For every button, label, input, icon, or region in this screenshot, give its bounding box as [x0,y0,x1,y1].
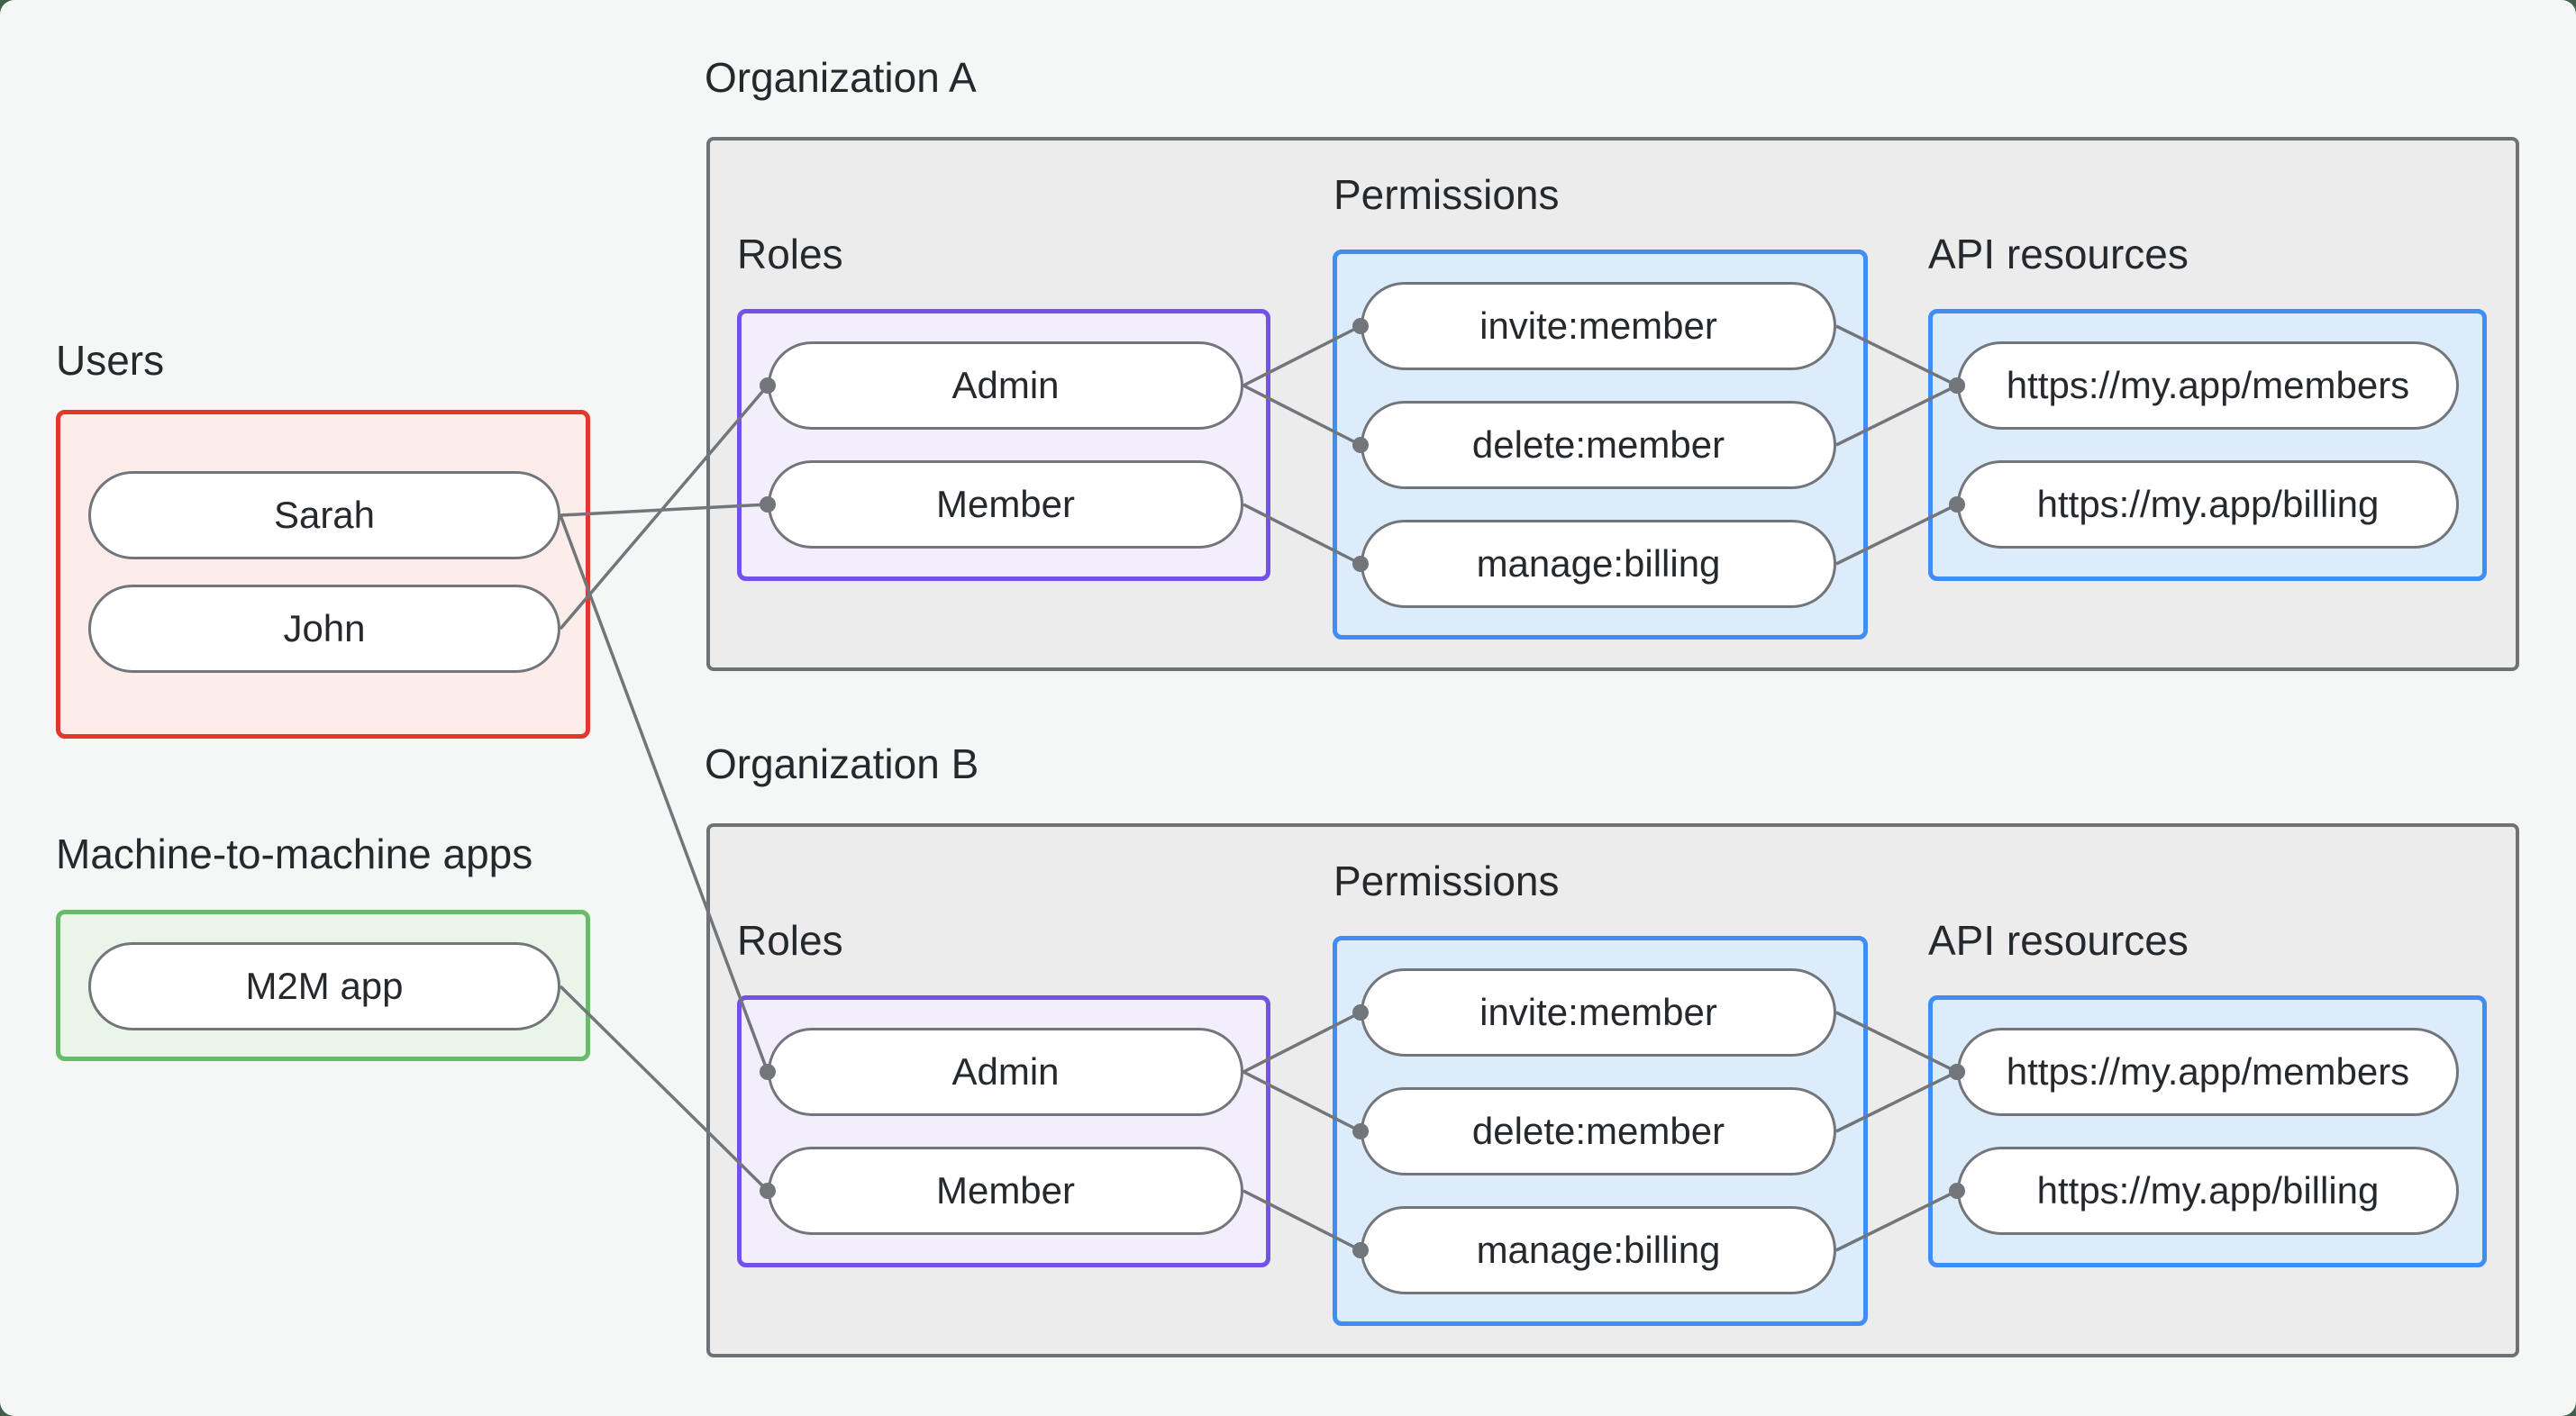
users-group-box [56,410,590,739]
node-org-b-delete-member: delete:member [1361,1087,1836,1175]
node-org-b-member: Member [768,1147,1243,1235]
node-org-a-billing-api: https://my.app/billing [1957,460,2459,549]
node-m2m-app: M2M app [88,942,560,1030]
node-john: John [88,585,560,673]
node-org-b-invite-member: invite:member [1361,968,1836,1057]
org-b-label: Organization B [705,740,979,787]
node-org-b-manage-billing: manage:billing [1361,1206,1836,1294]
node-org-b-admin: Admin [768,1028,1243,1116]
node-org-a-admin: Admin [768,341,1243,430]
node-org-a-invite-member: invite:member [1361,282,1836,370]
node-org-a-members-api: https://my.app/members [1957,341,2459,430]
node-sarah: Sarah [88,471,560,559]
m2m-group-label: Machine-to-machine apps [56,831,533,877]
node-org-a-manage-billing: manage:billing [1361,520,1836,608]
org-a-label: Organization A [705,54,977,101]
org-b-permissions-label: Permissions [1334,858,1560,904]
org-b-roles-label: Roles [737,917,843,964]
node-org-b-members-api: https://my.app/members [1957,1028,2459,1116]
org-b-api-label: API resources [1928,917,2189,964]
users-group-label: Users [56,337,165,384]
node-org-a-member: Member [768,460,1243,549]
org-a-roles-label: Roles [737,231,843,277]
org-a-permissions-label: Permissions [1334,171,1560,218]
node-org-b-billing-api: https://my.app/billing [1957,1147,2459,1235]
org-a-api-label: API resources [1928,231,2189,277]
node-org-a-delete-member: delete:member [1361,401,1836,489]
